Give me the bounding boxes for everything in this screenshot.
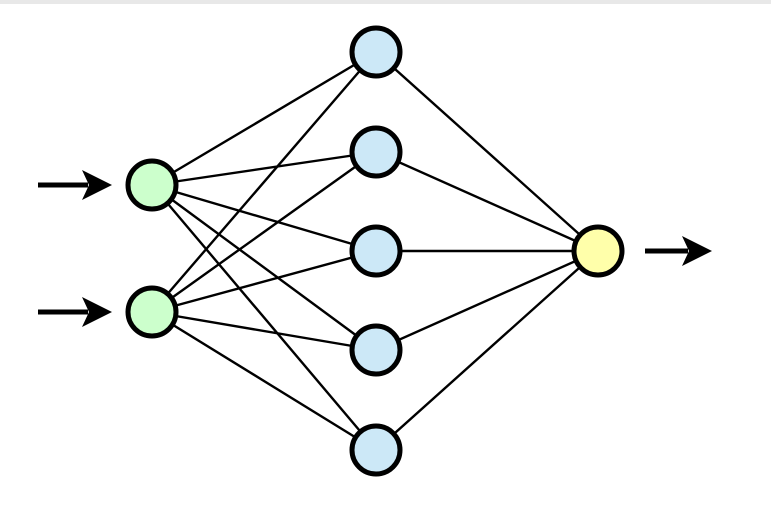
node-h5[interactable]	[349, 423, 403, 477]
node-o1[interactable]	[571, 224, 625, 278]
input-arrow-top-head	[82, 170, 112, 200]
edge-i1-h3	[150, 183, 378, 253]
edge-i2-h3	[150, 249, 378, 314]
node-i1[interactable]	[125, 158, 179, 212]
edge-h4-o1	[374, 249, 600, 352]
hidden-layer	[349, 25, 403, 477]
edge-i2-h1	[150, 50, 378, 314]
output-arrow-head	[682, 236, 712, 266]
edge-i1-h4	[150, 183, 378, 352]
node-h1[interactable]	[349, 25, 403, 79]
input-arrow-bottom-head	[82, 297, 112, 327]
edge-i2-h5	[150, 310, 378, 452]
node-h2[interactable]	[349, 125, 403, 179]
input-arrow-top-icon	[38, 170, 112, 200]
edges-group	[150, 50, 600, 452]
edge-h1-o1	[374, 50, 600, 253]
input-layer	[125, 158, 179, 339]
top-divider-band	[0, 0, 771, 4]
edge-i2-h2	[150, 150, 378, 314]
arrows-group	[38, 170, 712, 327]
input-arrow-bottom-icon	[38, 297, 112, 327]
edge-h5-o1	[374, 249, 600, 452]
edge-h2-o1	[374, 150, 600, 253]
output-layer	[571, 224, 625, 278]
node-h3[interactable]	[349, 224, 403, 278]
node-i2[interactable]	[125, 285, 179, 339]
edge-i1-h2	[150, 150, 378, 187]
edge-i1-h5	[150, 183, 378, 452]
nodes-group	[125, 25, 625, 477]
node-h4[interactable]	[349, 323, 403, 377]
output-arrow-icon	[645, 236, 712, 266]
edge-i2-h4	[150, 310, 378, 352]
edge-i1-h1	[150, 50, 378, 187]
